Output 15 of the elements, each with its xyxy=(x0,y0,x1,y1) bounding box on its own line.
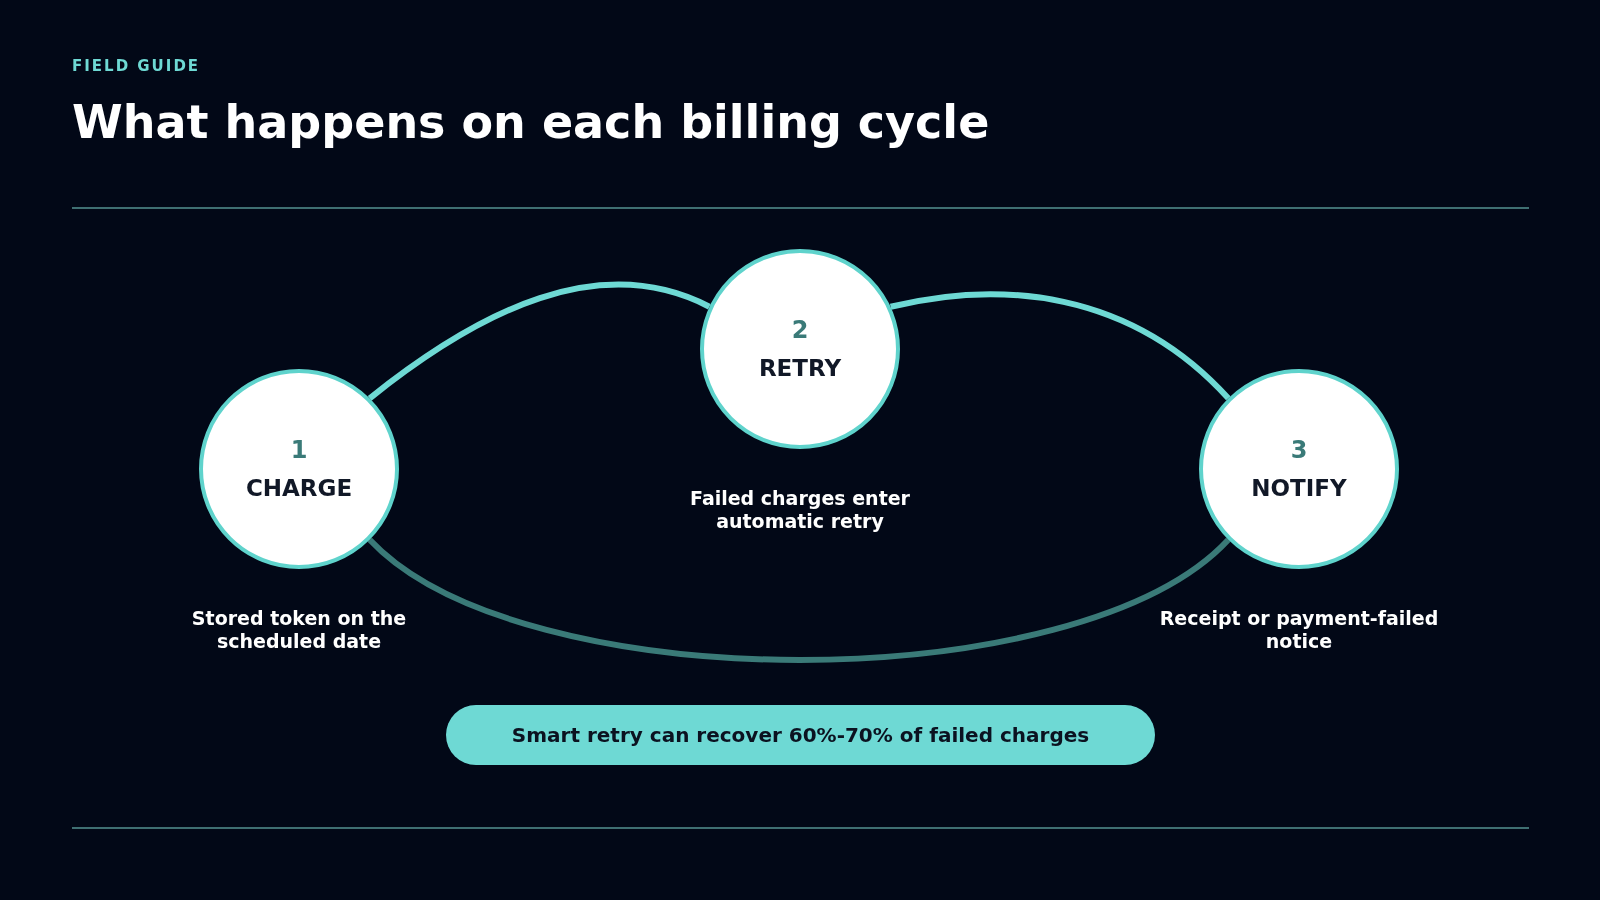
title: What happens on each billing cycle xyxy=(72,94,990,151)
step-number: 1 xyxy=(290,435,308,466)
step-title: CHARGE xyxy=(245,474,353,503)
connector-curve xyxy=(367,537,1231,663)
step-number: 2 xyxy=(791,315,809,346)
callout-pill: Smart retry can recover 60%-70% of failed charges xyxy=(446,705,1155,765)
step-description: Stored token on the scheduled date xyxy=(190,607,408,653)
connector-curve xyxy=(367,281,711,401)
step-number: 3 xyxy=(1290,435,1308,466)
eyebrow-text: FIELD GUIDE xyxy=(72,56,201,77)
connector-curve xyxy=(890,291,1231,401)
step-title: NOTIFY xyxy=(1251,474,1347,503)
step-description: Receipt or payment-failed notice xyxy=(1159,607,1439,653)
step-description: Failed charges enter automatic retry xyxy=(689,487,911,533)
step-title: RETRY xyxy=(758,354,842,383)
